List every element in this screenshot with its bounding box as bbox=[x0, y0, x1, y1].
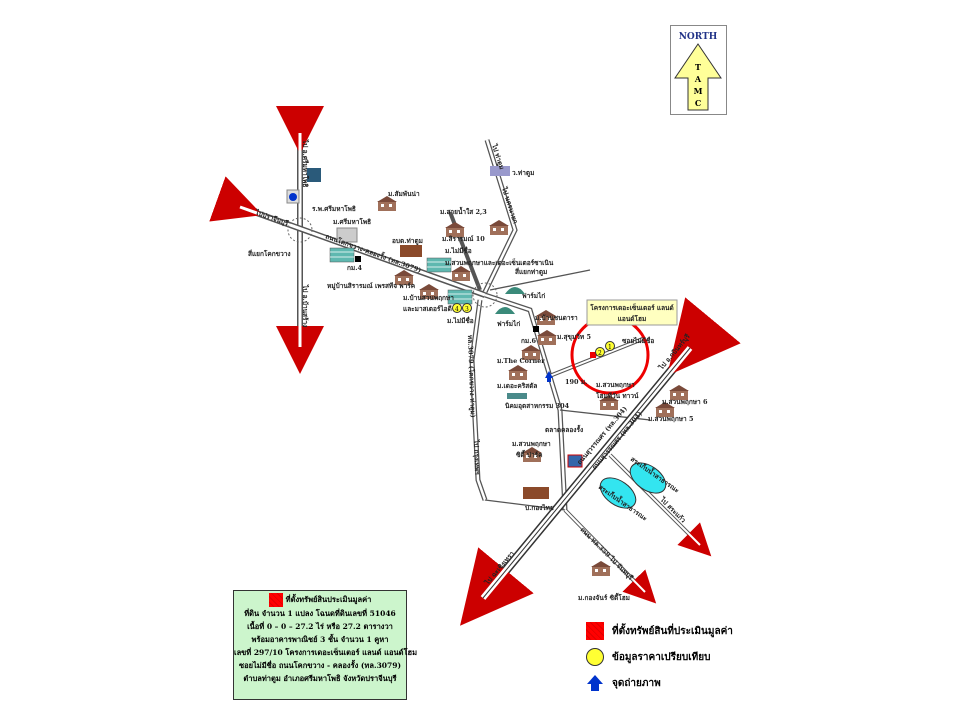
map-label: ม.สัมพันน่า bbox=[388, 190, 420, 198]
comparable-marker-4[interactable] bbox=[452, 303, 462, 313]
map-label: ฟาร์มไก่ bbox=[522, 291, 545, 300]
km-post-icon bbox=[533, 326, 539, 332]
legend-item: ที่ตั้งทรัพย์สินที่ประเมินมูลค่า bbox=[586, 618, 733, 644]
map-label: ม.สวนพฤกษาและเดอะเซ็นเตอร์ซาเนิน bbox=[445, 258, 554, 267]
north-arrow-icon bbox=[674, 43, 722, 111]
map-label: สี่แยกท่าตูม bbox=[515, 266, 547, 277]
market-icon bbox=[567, 454, 583, 468]
subject-property-icon bbox=[586, 622, 604, 640]
map-label: 190 ม. bbox=[565, 378, 587, 386]
map-label: กม.4 bbox=[347, 264, 362, 272]
subject-property-icon bbox=[268, 593, 283, 607]
map-label: ม.สายน้ำใส 2,3 bbox=[440, 206, 487, 216]
map-label: ม.สวนพฤกษา bbox=[596, 381, 635, 389]
map-label: ไป อ.ศรีมหาโพธิ bbox=[301, 139, 310, 187]
map-label: ม.เดอะคริสตัล bbox=[497, 382, 537, 390]
map-label: โฮมทีวัน ทาวน์ bbox=[595, 391, 639, 400]
map-label: ไป นครนายก bbox=[500, 185, 521, 225]
info-line: ที่ดิน จำนวน 1 แปลง โฉนดที่ดินเลขที่ 510… bbox=[244, 609, 396, 618]
north-arrow: NORTH T A M C bbox=[670, 25, 727, 115]
hospital-icon bbox=[336, 227, 358, 243]
map-label: ร.พ.ศรีมหาโพธิ bbox=[312, 204, 356, 213]
map-labels: ซอยไม่มีชื่อ 190 ม. ว.ท่าตูม ร.พ.ศรีมหาโ… bbox=[248, 139, 708, 602]
comparable-circle-icon bbox=[586, 648, 604, 666]
project-label-box bbox=[586, 299, 678, 326]
subject-property-marker[interactable] bbox=[590, 352, 596, 358]
comparable-marker-3[interactable] bbox=[462, 303, 472, 313]
comparable-number: 1 bbox=[608, 344, 612, 351]
photo-point-icon bbox=[545, 371, 553, 382]
project-label: โครงการเดอะเซ็นเตอร์ แลนด์ bbox=[589, 303, 673, 312]
legend-item: ข้อมูลราคาเปรียบเทียบ bbox=[586, 644, 733, 670]
map-label: ม.ไม่มีชื่อ bbox=[447, 315, 474, 325]
map-label: กม.6 bbox=[521, 337, 536, 345]
map-label: สี่แยกโคกขวาง bbox=[248, 248, 291, 258]
kong-thai-icon bbox=[523, 487, 549, 499]
map-label: ม.บ้านชนดารา bbox=[535, 313, 578, 322]
map-label: ไป กรุงเทพฯ bbox=[472, 439, 482, 475]
map-label: ม.บ้านสวนพฤกษา bbox=[403, 293, 454, 302]
comparable-number: 3 bbox=[465, 306, 469, 313]
map-label: ไป อ.บ้านสร้าง bbox=[301, 284, 310, 327]
map-label: ม.The Corner bbox=[497, 357, 545, 365]
map-label: บ.กองไทย bbox=[525, 503, 554, 512]
info-title: ที่ตั้งทรัพย์สินประเมินมูลค่า bbox=[285, 595, 372, 604]
map-label: ว.ท่าตูม bbox=[512, 169, 534, 178]
legend-label: ที่ตั้งทรัพย์สินที่ประเมินมูลค่า bbox=[612, 625, 733, 637]
property-info-box: ที่ตั้งทรัพย์สินประเมินมูลค่า ที่ดิน จำน… bbox=[233, 590, 418, 700]
info-line: ซอยไม่มีชื่อ ถนนโคกขวาง - คลองรั้ง (ทล.3… bbox=[239, 661, 401, 670]
map-label: ม.ศรีมหาโพธิ bbox=[333, 217, 371, 226]
map-legend: ที่ตั้งทรัพย์สินที่ประเมินมูลค่า ข้อมูลร… bbox=[586, 618, 733, 696]
pond-icon bbox=[629, 462, 667, 494]
comparable-number: 4 bbox=[455, 306, 459, 313]
map-label: หมู่บ้านสิรารมณ์ เพรสทีจ พาร์ค bbox=[327, 281, 415, 291]
north-label: NORTH bbox=[679, 32, 718, 42]
pond-icon bbox=[599, 477, 637, 509]
map-label: T bbox=[695, 62, 701, 72]
map-label: ซิตี้ ปาร์ค bbox=[516, 449, 543, 459]
info-line: ตำบลท่าตูม อำเภอศรีมหาโพธิ จังหวัดปราจีน… bbox=[243, 674, 397, 683]
map-label: ซอยไม่มีชื่อ bbox=[622, 335, 654, 345]
info-line: เนื้อที่ 0 – 0 – 27.2 ไร่ หรือ 27.2 ตารา… bbox=[247, 622, 393, 631]
info-line: พร้อมอาคารพาณิชย์ 3 ชั้น จำนวน 1 คูหา bbox=[251, 635, 389, 644]
obt-office-icon bbox=[400, 245, 422, 257]
legend-label: ข้อมูลราคาเปรียบเทียบ bbox=[612, 651, 711, 663]
project-label: แอนด์โฮม bbox=[618, 314, 647, 323]
map-label: ม.สิรารมณ์ 10 bbox=[442, 235, 485, 243]
map-label: และมาสเตอร์ไอดี bbox=[403, 304, 452, 313]
map-label: ม.สวนพฤกษา bbox=[512, 440, 551, 448]
info-line: เลขที่ 297/10 โครงการเดอะเซ็นเตอร์ แลนด์… bbox=[234, 648, 418, 657]
map-label: A bbox=[694, 74, 702, 84]
map-label: ม.กองจันร์ ซิตี้โฮม bbox=[578, 592, 630, 602]
map-label: ม.สวนพฤกษา 6 bbox=[662, 398, 708, 406]
photo-arrow-icon bbox=[587, 675, 603, 691]
map-label: ไปปราจีนบุรี bbox=[253, 207, 290, 228]
comparable-marker-2[interactable] bbox=[595, 347, 605, 357]
temple-icon bbox=[490, 166, 510, 176]
map-label: ทล.3079 (โคกขวาง-ท่าตูม) bbox=[465, 335, 478, 418]
map-label: ตลาดคลองรั้ง bbox=[545, 424, 583, 434]
map-label: นิคมอุตสาหกรรม 304 bbox=[505, 402, 570, 410]
map-label: ม.สุขุมวิท 5 bbox=[557, 333, 591, 341]
bank-icon bbox=[307, 168, 321, 182]
legend-label: จุดถ่ายภาพ bbox=[612, 677, 661, 689]
comparable-marker-1[interactable] bbox=[605, 341, 615, 351]
map-label: ม.สวนพฤกษา 5 bbox=[648, 415, 694, 423]
legend-item: จุดถ่ายภาพ bbox=[586, 670, 733, 696]
industrial-icon bbox=[507, 393, 527, 399]
km-post-icon bbox=[355, 256, 361, 262]
map-label: อบต.ท่าตูม bbox=[392, 237, 423, 246]
map-label: ฟาร์มไก่ bbox=[497, 319, 520, 328]
comparable-number: 2 bbox=[598, 350, 602, 357]
map-label: C bbox=[695, 98, 701, 108]
map-label: M bbox=[694, 86, 703, 96]
map-label: ม.ไม่มีชื่อ bbox=[445, 245, 472, 255]
